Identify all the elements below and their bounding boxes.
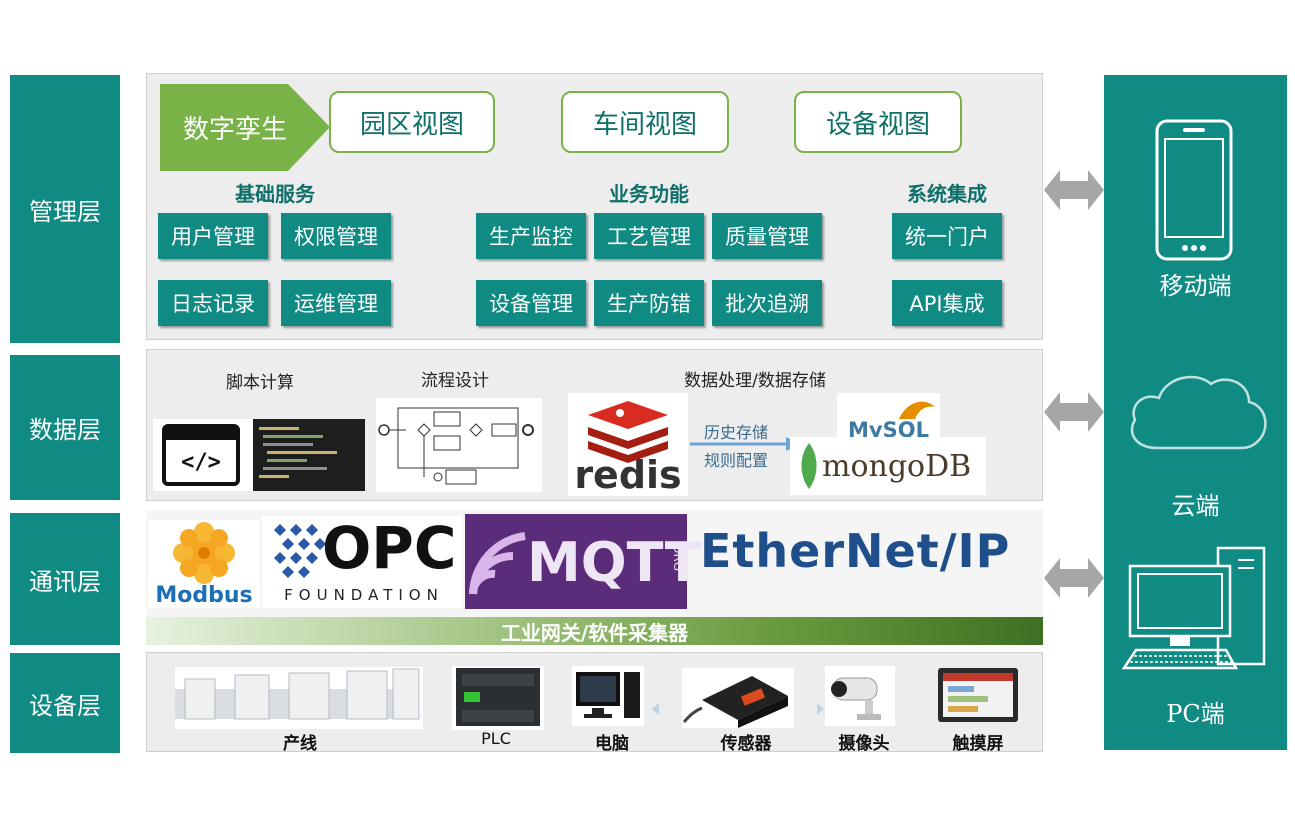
bpmn-flow-icon (378, 407, 534, 485)
script-calc-title: 脚本计算 (226, 373, 294, 393)
view-equipment-button[interactable]: 设备视图 (794, 91, 962, 153)
digital-twin-arrow: 数字孪生 (160, 84, 330, 171)
mqtt-logo: MQTT ORG (465, 514, 702, 609)
tile-permission-management[interactable]: 权限管理 (281, 213, 391, 259)
code-window-titlebar (166, 428, 236, 440)
data-storage-title: 数据处理/数据存储 (684, 371, 826, 391)
camera-image (825, 666, 895, 726)
leaf-icon (801, 443, 817, 489)
device-label-plc: PLC (481, 729, 511, 748)
code-window-icon: </> (162, 424, 240, 486)
tile-production-monitor[interactable]: 生产监控 (476, 213, 586, 259)
redis-stack-icon (588, 401, 668, 463)
twin-label: 数字孪生 (182, 115, 287, 145)
layer-label-data: 数据层 (10, 355, 120, 500)
tile-error-proofing[interactable]: 生产防错 (594, 280, 704, 326)
tile-unified-portal[interactable]: 统一门户 (892, 213, 1002, 259)
tile-log-record[interactable]: 日志记录 (158, 280, 268, 326)
client-label-cloud: 云端 (1171, 492, 1220, 520)
arrow-text-rules: 规则配置 (704, 451, 769, 470)
group-title-basic: 基础服务 (235, 182, 315, 206)
computer-image (572, 666, 644, 726)
mongodb-logo: mongoDB (790, 437, 986, 495)
twin-arrow-shape (160, 84, 330, 171)
opc-diamond-grid-icon (274, 524, 326, 578)
opc-foundation-text: FOUNDATION (284, 586, 444, 604)
camera-icon (831, 677, 881, 720)
computer-icon (576, 672, 640, 718)
tile-api-integration[interactable]: API集成 (892, 280, 1002, 326)
modbus-logo: Modbus (148, 520, 260, 608)
double-arrow-icon (1044, 558, 1104, 598)
modbus-flower-icon (173, 522, 235, 584)
code-screenshot (253, 419, 365, 491)
modbus-wordmark: Modbus (155, 583, 253, 608)
chevron-left-icon (652, 703, 659, 715)
production-line-image (175, 667, 423, 729)
view-park-button[interactable]: 园区视图 (329, 91, 495, 153)
view-workshop-button[interactable]: 车间视图 (561, 91, 729, 153)
tile-ops-management[interactable]: 运维管理 (281, 280, 391, 326)
mqtt-signal-icon (469, 532, 526, 595)
dolphin-icon (899, 401, 935, 419)
device-label-production-line: 产线 (283, 734, 317, 754)
tile-batch-traceability[interactable]: 批次追溯 (712, 280, 822, 326)
script-calc-image: </> (153, 419, 365, 491)
arrow-text-history: 历史存储 (704, 423, 769, 442)
layer-label-comm: 通讯层 (10, 513, 120, 645)
ethernet-ip-wordmark: EtherNet/IP (700, 524, 1011, 578)
redis-logo: redis (568, 393, 688, 497)
mqtt-org-text: ORG (671, 544, 685, 572)
data-flow-arrow-icon (690, 437, 800, 451)
mqtt-wordmark: MQTT (527, 531, 702, 594)
layer-label-management: 管理层 (10, 75, 120, 343)
tile-quality-management[interactable]: 质量管理 (712, 213, 822, 259)
sensor-image (682, 668, 794, 728)
code-brackets-glyph: </> (181, 449, 221, 475)
production-line-icon (175, 668, 420, 720)
plc-image (452, 666, 544, 730)
double-arrow-icon (1044, 170, 1104, 210)
mobile-phone-icon (1155, 119, 1233, 261)
flow-design-image (376, 398, 542, 492)
flow-design-title: 流程设计 (421, 371, 489, 391)
sensor-icon (682, 676, 788, 728)
chevron-right-icon (817, 703, 824, 715)
client-label-pc: PC端 (1166, 700, 1225, 728)
double-arrow-icon (1044, 392, 1104, 432)
tile-process-management[interactable]: 工艺管理 (594, 213, 704, 259)
opc-logo: OPC FOUNDATION (262, 516, 462, 608)
cloud-icon (1130, 375, 1267, 450)
layer-label-device: 设备层 (10, 653, 120, 753)
redis-wordmark: redis (574, 453, 682, 497)
device-label-sensor: 传感器 (720, 734, 772, 754)
group-title-business: 业务功能 (609, 182, 689, 206)
mongodb-wordmark: mongoDB (822, 449, 972, 484)
pc-icon (1122, 546, 1266, 670)
gateway-bar: 工业网关/软件采集器 (146, 617, 1043, 645)
tile-equipment-management[interactable]: 设备管理 (476, 280, 586, 326)
device-label-camera: 摄像头 (838, 734, 890, 754)
device-label-computer: 电脑 (595, 734, 629, 754)
touchscreen-icon (943, 673, 1013, 717)
client-label-mobile: 移动端 (1159, 272, 1232, 300)
tile-user-management[interactable]: 用户管理 (158, 213, 268, 259)
mysql-logo: MySQL (837, 393, 940, 443)
touchscreen-image (938, 668, 1018, 722)
plc-icon (456, 668, 540, 726)
opc-wordmark: OPC (322, 514, 457, 582)
group-title-integration: 系统集成 (907, 182, 987, 206)
device-label-touchscreen: 触摸屏 (952, 734, 1004, 754)
code-lines-icon (259, 427, 337, 478)
